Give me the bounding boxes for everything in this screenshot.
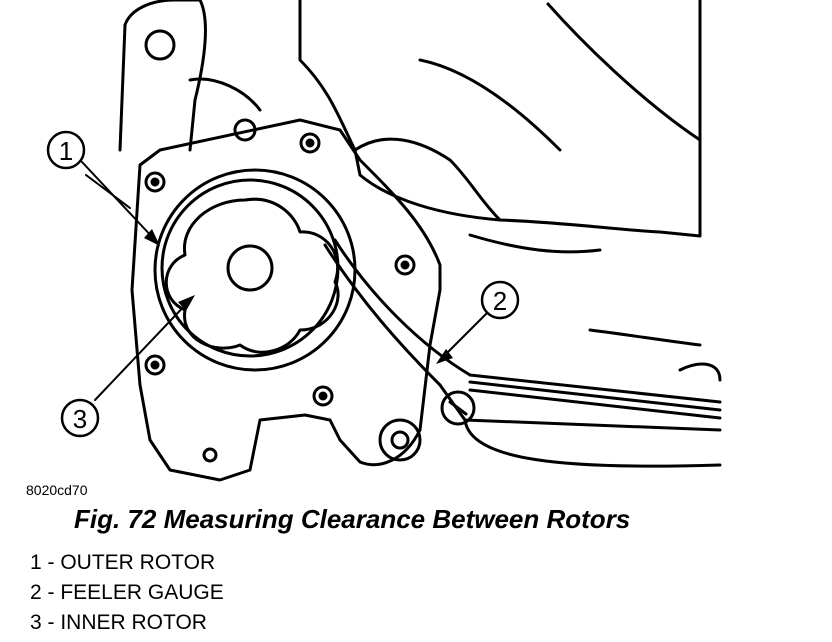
- figure-caption: Fig. 72 Measuring Clearance Between Roto…: [74, 504, 631, 534]
- callout-3: 3: [60, 398, 100, 438]
- callout-1-number: 1: [59, 136, 73, 166]
- inner-rotor: [164, 197, 340, 354]
- legend-item: 2 - FEELER GAUGE: [30, 581, 224, 604]
- callout-2: 2: [480, 280, 520, 320]
- callout-1: 1: [46, 130, 86, 170]
- feeler-gauge: [323, 238, 722, 468]
- callout-2-number: 2: [493, 286, 507, 316]
- mounting-arm: [118, 0, 262, 152]
- legend-item: 1 - OUTER ROTOR: [30, 551, 216, 574]
- callout-legend: 1 - OUTER ROTOR 2 - FEELER GAUGE 3 - INN…: [30, 548, 224, 638]
- image-reference-code: 8020cd70: [26, 482, 88, 498]
- pump-body: [130, 118, 442, 482]
- hand-drawing: [298, 0, 702, 347]
- arrowheads: [144, 229, 453, 364]
- oil-pump-illustration: 1 2 3: [46, 0, 722, 482]
- legend-item: 3 - INNER ROTOR: [30, 611, 207, 634]
- callout-3-number: 3: [73, 404, 87, 434]
